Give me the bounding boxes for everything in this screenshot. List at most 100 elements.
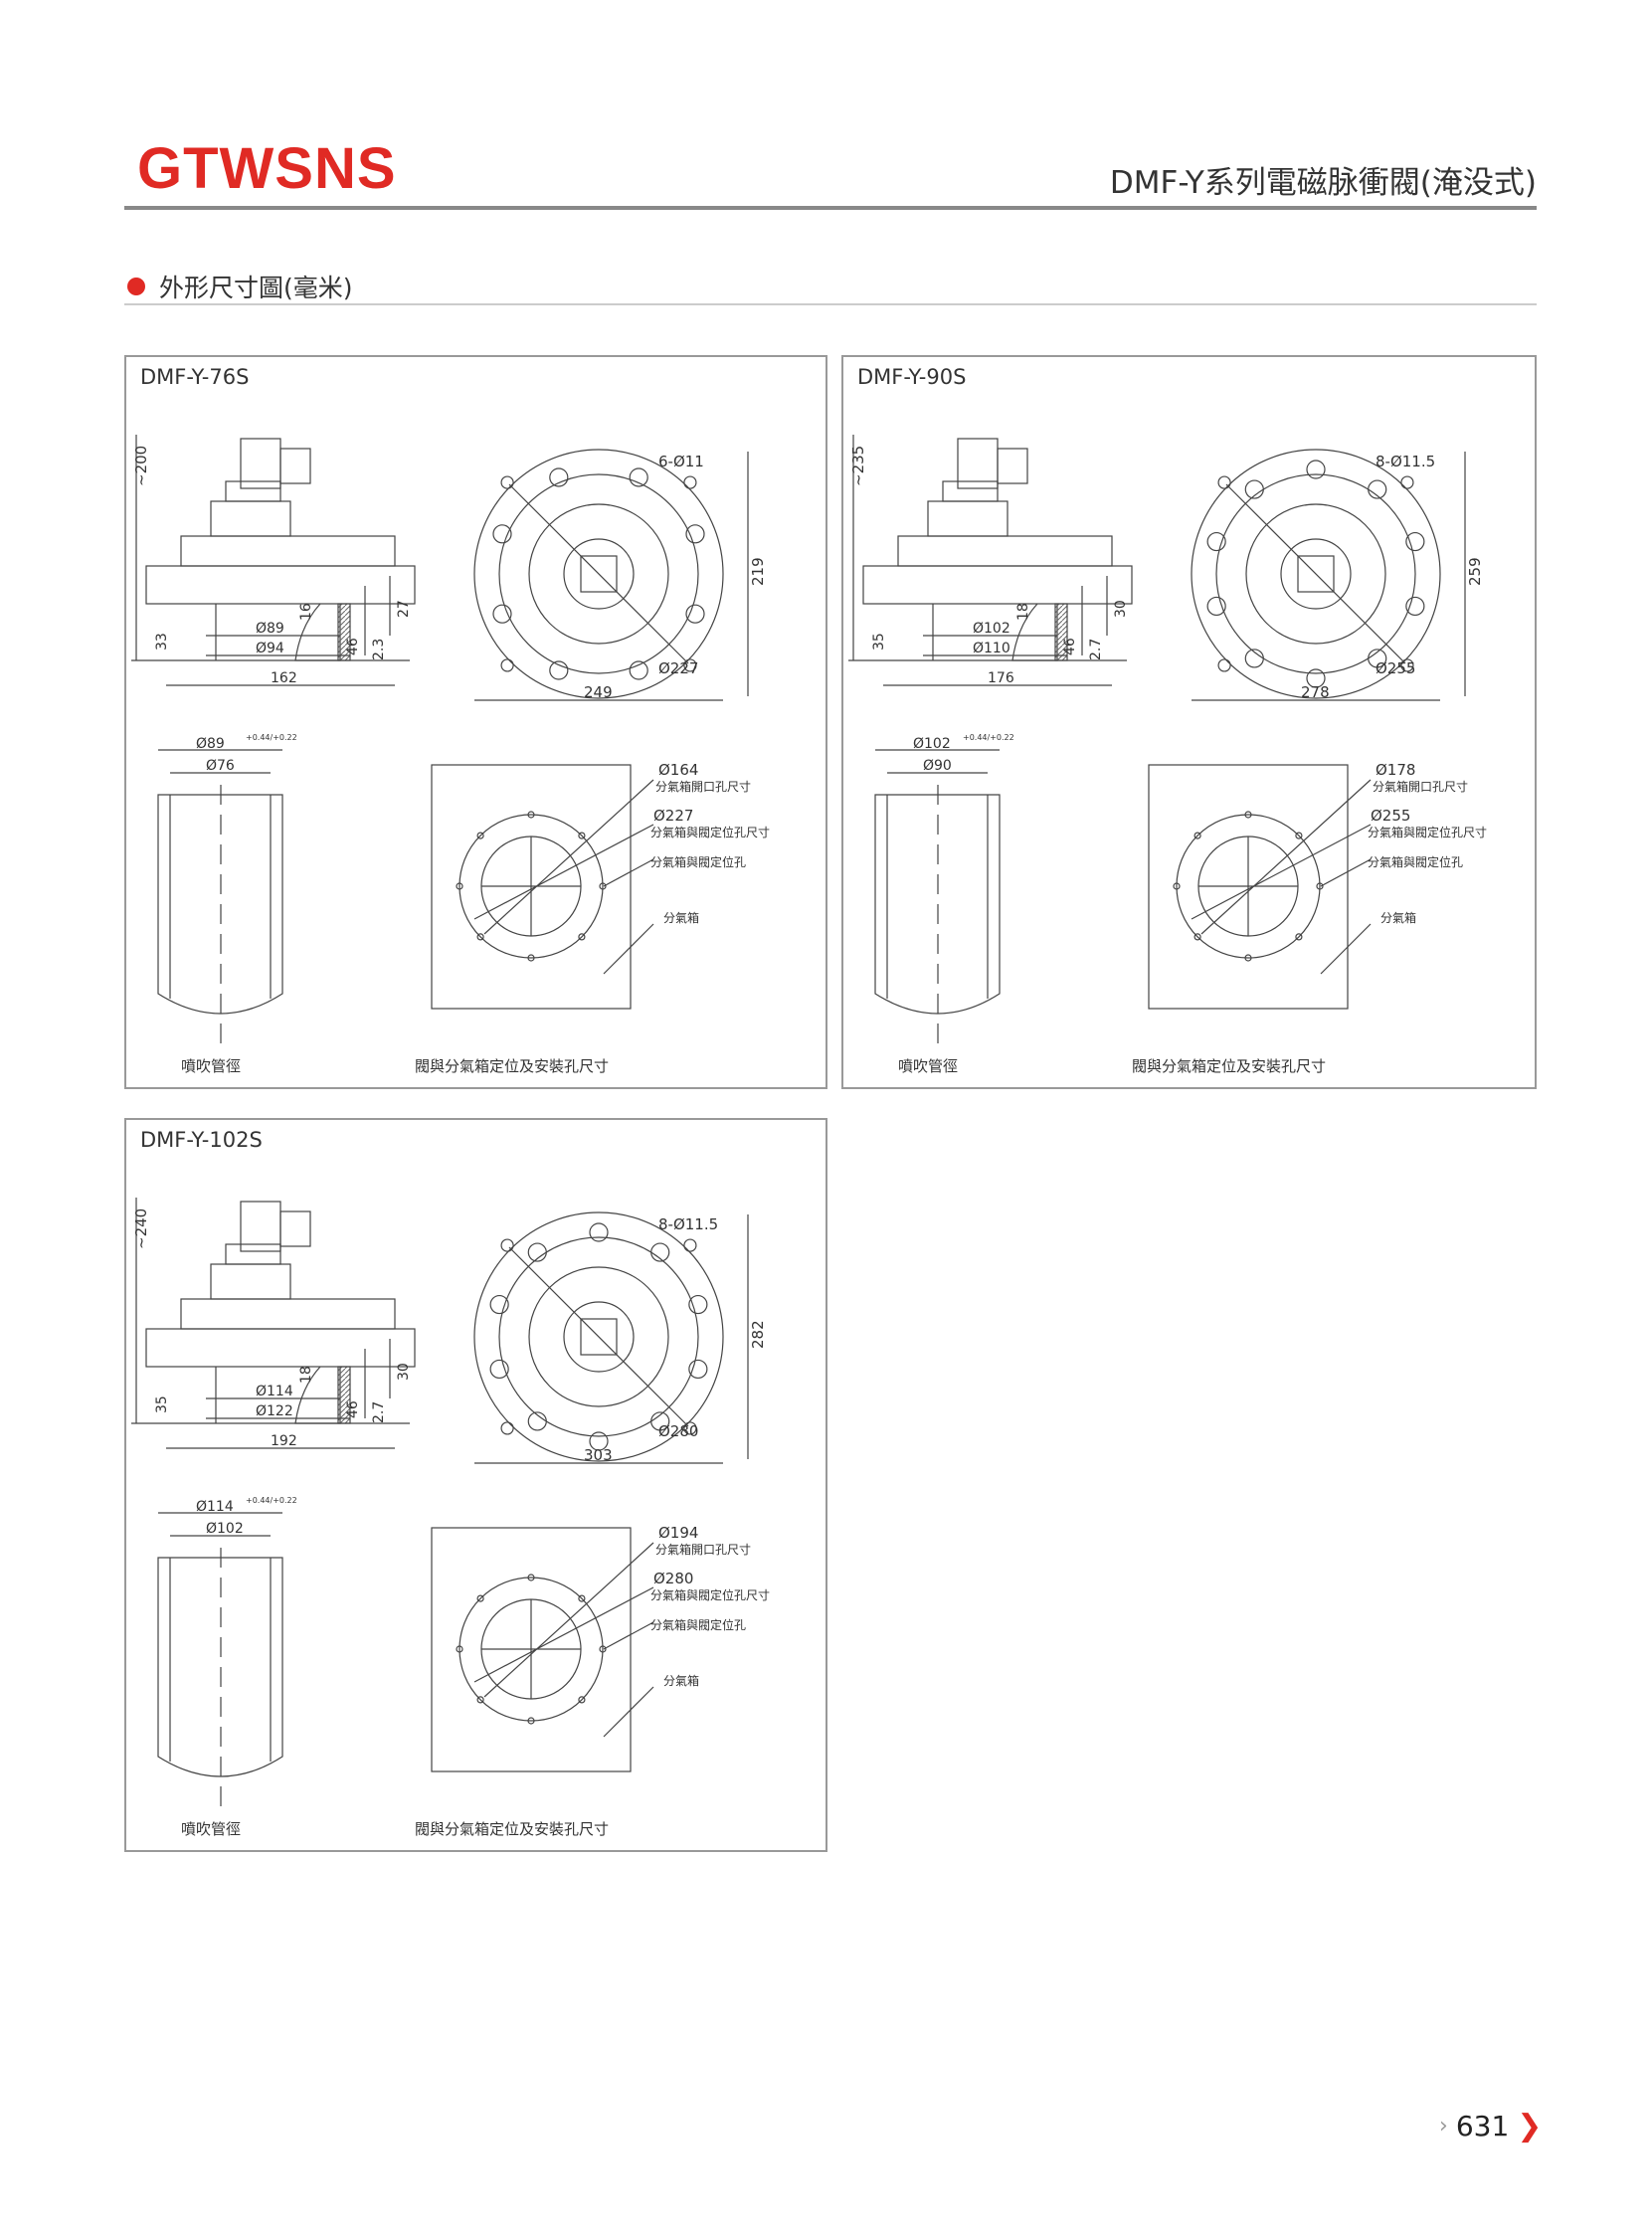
dim-d5: 30 xyxy=(396,1363,412,1381)
locate-dia: Ø227 xyxy=(653,807,693,825)
dim-pipe-tolerance: +0.44/+0.22 xyxy=(963,733,1014,742)
pipe-caption: 噴吹管徑 xyxy=(898,1057,958,1075)
dim-d1: 35 xyxy=(871,633,887,651)
section-heading: 外形尺寸圖(毫米) xyxy=(127,269,353,304)
dim-holes: 6-Ø11 xyxy=(658,453,704,470)
mounting-plate-drawing xyxy=(431,1527,654,1772)
blow-pipe-drawing xyxy=(874,749,1001,1043)
chevron-right-red-icon: ❯ xyxy=(1517,2109,1543,2143)
dim-top-dia: Ø280 xyxy=(658,1422,698,1440)
dim-d3: 46 xyxy=(345,638,361,655)
dim-pipe-inner: Ø76 xyxy=(206,758,235,774)
chevron-right-small-icon: › xyxy=(1439,2114,1448,2138)
dim-top-width: 249 xyxy=(584,683,613,701)
dim-d3: 46 xyxy=(1062,638,1078,655)
dim-width: 162 xyxy=(271,670,297,686)
dim-holes: 8-Ø11.5 xyxy=(658,1215,718,1233)
model-title: DMF-Y-102S xyxy=(140,1128,263,1152)
locate-label: 分氣箱與閥定位孔尺寸 xyxy=(650,1587,770,1602)
dim-width: 192 xyxy=(271,1433,297,1449)
dim-d1: 35 xyxy=(154,1395,170,1413)
box-label: 分氣箱 xyxy=(1380,910,1416,925)
opening-dia: Ø164 xyxy=(658,761,698,779)
dim-pipe-tolerance: +0.44/+0.22 xyxy=(246,733,297,742)
dim-dia2: Ø122 xyxy=(256,1403,293,1419)
dim-d4: 2.3 xyxy=(371,639,387,660)
top-view xyxy=(473,449,749,701)
dim-pipe-outer: Ø102 xyxy=(913,736,951,752)
dim-dia1: Ø114 xyxy=(256,1384,293,1399)
dim-d5: 27 xyxy=(396,600,412,618)
dim-pipe-outer: Ø114 xyxy=(196,1499,234,1515)
dim-overall-height: ~235 xyxy=(849,446,867,486)
dim-pipe-inner: Ø102 xyxy=(206,1521,244,1537)
blow-pipe-drawing xyxy=(157,1512,283,1806)
dim-top-dia: Ø227 xyxy=(658,659,698,677)
dim-overall-height: ~200 xyxy=(132,446,150,486)
dim-dia2: Ø94 xyxy=(256,641,284,656)
mount-caption: 閥與分氣箱定位及安裝孔尺寸 xyxy=(1132,1057,1326,1075)
opening-dia: Ø194 xyxy=(658,1524,698,1542)
dim-holes: 8-Ø11.5 xyxy=(1376,453,1435,470)
dim-d2: 18 xyxy=(1015,603,1031,621)
dim-top-width: 303 xyxy=(584,1446,613,1464)
top-view xyxy=(473,1211,749,1464)
model-title: DMF-Y-90S xyxy=(857,365,967,389)
dim-pipe-outer: Ø89 xyxy=(196,736,225,752)
pipe-caption: 噴吹管徑 xyxy=(181,1057,241,1075)
dim-d5: 30 xyxy=(1113,600,1129,618)
dim-top-dia: Ø255 xyxy=(1376,659,1415,677)
box-label: 分氣箱 xyxy=(663,910,699,925)
locate-label: 分氣箱與閥定位孔尺寸 xyxy=(650,825,770,839)
pipe-caption: 噴吹管徑 xyxy=(181,1820,241,1838)
bullet-icon xyxy=(127,278,145,295)
dim-d3: 46 xyxy=(345,1400,361,1418)
locate-dia: Ø255 xyxy=(1371,807,1410,825)
model-title: DMF-Y-76S xyxy=(140,365,250,389)
opening-label: 分氣箱開口孔尺寸 xyxy=(1373,779,1468,794)
header-divider xyxy=(124,206,1537,210)
dim-pipe-inner: Ø90 xyxy=(923,758,952,774)
dim-d2: 18 xyxy=(298,1366,314,1384)
locate-hole-label: 分氣箱與閥定位孔 xyxy=(650,1617,746,1632)
top-view xyxy=(1191,449,1466,701)
dim-d4: 2.7 xyxy=(371,1401,387,1423)
mounting-plate-drawing xyxy=(1148,764,1372,1010)
locate-label: 分氣箱與閥定位孔尺寸 xyxy=(1368,825,1487,839)
mount-caption: 閥與分氣箱定位及安裝孔尺寸 xyxy=(415,1820,609,1838)
brand-logo: GTWSNS xyxy=(137,136,397,201)
locate-dia: Ø280 xyxy=(653,1570,693,1587)
dim-d2: 16 xyxy=(298,603,314,621)
dim-top-height: 282 xyxy=(749,1320,767,1349)
page-number: › 631 ❯ xyxy=(1439,2109,1542,2143)
page-number-text: 631 xyxy=(1455,2110,1510,2142)
side-view xyxy=(848,435,1133,686)
dim-pipe-tolerance: +0.44/+0.22 xyxy=(246,1496,297,1505)
dim-top-height: 259 xyxy=(1466,557,1484,586)
box-label: 分氣箱 xyxy=(663,1673,699,1688)
dim-overall-height: ~240 xyxy=(132,1208,150,1249)
blow-pipe-drawing xyxy=(157,749,283,1043)
opening-label: 分氣箱開口孔尺寸 xyxy=(655,1542,751,1557)
document-title: DMF-Y系列電磁脉衝閥(淹没式) xyxy=(1109,165,1537,201)
mounting-plate-drawing xyxy=(431,764,654,1010)
dim-dia1: Ø89 xyxy=(256,621,284,637)
dim-top-height: 219 xyxy=(749,557,767,586)
opening-label: 分氣箱開口孔尺寸 xyxy=(655,779,751,794)
opening-dia: Ø178 xyxy=(1376,761,1415,779)
dim-dia1: Ø102 xyxy=(973,621,1010,637)
mount-caption: 閥與分氣箱定位及安裝孔尺寸 xyxy=(415,1057,609,1075)
locate-hole-label: 分氣箱與閥定位孔 xyxy=(1368,854,1463,869)
section-divider xyxy=(124,303,1537,305)
side-view xyxy=(131,1198,416,1449)
dim-width: 176 xyxy=(988,670,1014,686)
dim-dia2: Ø110 xyxy=(973,641,1010,656)
dim-top-width: 278 xyxy=(1301,683,1330,701)
locate-hole-label: 分氣箱與閥定位孔 xyxy=(650,854,746,869)
